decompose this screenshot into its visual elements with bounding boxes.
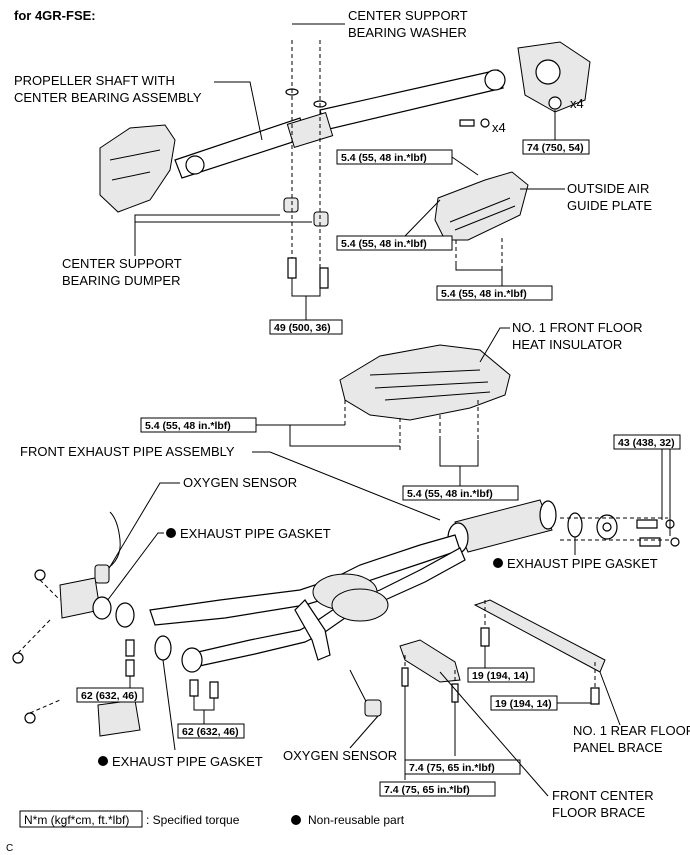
transmission-housing — [99, 124, 176, 213]
torque-box — [402, 485, 519, 501]
front-center-floor-brace — [399, 639, 461, 683]
corner-code: C — [6, 843, 13, 854]
label-floor-brace-1: FRONT CENTER — [552, 788, 654, 803]
torque-box — [436, 285, 553, 301]
diagram-title: for 4GR-FSE: — [14, 8, 96, 23]
label-rear-brace-1: NO. 1 REAR FLOOR — [573, 723, 690, 738]
torque-box — [177, 723, 245, 739]
label-heat-insulator-1: NO. 1 FRONT FLOOR — [512, 320, 643, 335]
legend-torque-box — [19, 810, 143, 828]
exhaust-gasket-lower — [154, 635, 172, 661]
bearing-dumper-left — [283, 197, 299, 213]
label-oxygen-sensor-bottom: OXYGEN SENSOR — [283, 748, 397, 763]
torque-box — [336, 235, 453, 251]
label-air-guide-1: OUTSIDE AIR — [567, 181, 649, 196]
label-gasket-right: EXHAUST PIPE GASKET — [507, 556, 658, 571]
exhaust-flange-lower — [181, 647, 203, 673]
torque-box — [522, 139, 590, 155]
torque-box — [467, 667, 535, 683]
label-gasket-top: EXHAUST PIPE GASKET — [180, 526, 331, 541]
legend-nonreusable-text: Non-reusable part — [308, 813, 405, 827]
torque-box — [76, 687, 144, 703]
torque-7-4-b: 7.4 (75, 65 in.*lbf) — [384, 784, 470, 796]
torque-54-a: 5.4 (55, 48 in.*lbf) — [341, 152, 427, 164]
nonreusable-dot — [98, 756, 108, 766]
bearing-dumper-right — [313, 211, 329, 227]
qty-x4-top: x4 — [570, 96, 584, 111]
label-heat-insulator-2: HEAT INSULATOR — [512, 337, 622, 352]
front-floor-heat-insulator — [339, 344, 511, 421]
lower-exhaust-manifold — [97, 699, 141, 737]
flange-springs — [636, 519, 680, 547]
left-manifold-nuts — [12, 569, 46, 724]
torque-box — [613, 434, 681, 450]
nonreusable-dot — [166, 528, 176, 538]
label-bearing-dumper-2: BEARING DUMPER — [62, 273, 180, 288]
front-exhaust-pipe-assembly — [149, 499, 557, 669]
nonreusable-dot — [493, 558, 503, 568]
torque-62-a: 62 (632, 46) — [81, 690, 138, 702]
torque-54-e: 5.4 (55, 48 in.*lbf) — [407, 488, 493, 500]
flange-nut — [548, 96, 562, 110]
torque-19-a: 19 (194, 14) — [472, 670, 529, 682]
torque-19-b: 19 (194, 14) — [495, 698, 552, 710]
label-oxygen-sensor-top: OXYGEN SENSOR — [183, 475, 297, 490]
outside-air-guide-plate — [434, 171, 529, 241]
flange-bolts — [459, 118, 490, 128]
exhaust-gasket-right — [567, 512, 583, 538]
torque-43: 43 (438, 32) — [618, 437, 675, 449]
legend-torque-text: : Specified torque — [146, 813, 240, 827]
flange-bolts-left — [125, 639, 135, 677]
left-exhaust-manifold — [59, 577, 135, 628]
legend-nonreusable-dot — [291, 815, 301, 825]
torque-54-d: 5.4 (55, 48 in.*lbf) — [145, 420, 231, 432]
torque-54-b: 5.4 (55, 48 in.*lbf) — [341, 238, 427, 250]
torque-54-c: 5.4 (55, 48 in.*lbf) — [441, 288, 527, 300]
label-rear-brace-2: PANEL BRACE — [573, 740, 663, 755]
label-bearing-washer-1: CENTER SUPPORT — [348, 8, 468, 23]
differential-housing — [517, 41, 591, 113]
center-bearing-bolts — [287, 257, 329, 289]
torque-box — [379, 781, 496, 797]
torque-62-b: 62 (632, 46) — [182, 726, 239, 738]
legend-torque-units: N*m (kgf*cm, ft.*lbf) — [24, 813, 129, 827]
oxygen-sensor-top — [94, 511, 121, 584]
label-bearing-dumper-1: CENTER SUPPORT — [62, 256, 182, 271]
label-propeller-shaft-1: PROPELLER SHAFT WITH — [14, 73, 175, 88]
label-front-exhaust-pipe: FRONT EXHAUST PIPE ASSEMBLY — [20, 444, 235, 459]
panel-brace-bolts — [480, 627, 600, 705]
torque-49: 49 (500, 36) — [274, 322, 331, 334]
label-air-guide-2: GUIDE PLATE — [567, 198, 652, 213]
oxygen-sensor-bottom — [349, 669, 382, 717]
qty-x4-mid: x4 — [492, 120, 506, 135]
propeller-shaft — [174, 69, 506, 179]
label-floor-brace-2: FLOOR BRACE — [552, 805, 646, 820]
label-propeller-shaft-2: CENTER BEARING ASSEMBLY — [14, 90, 202, 105]
torque-box — [269, 319, 343, 335]
torque-74: 74 (750, 54) — [527, 142, 584, 154]
label-gasket-bottom: EXHAUST PIPE GASKET — [112, 754, 263, 769]
exhaust-flange-right — [596, 514, 618, 540]
torque-7-4-a: 7.4 (75, 65 in.*lbf) — [409, 762, 495, 774]
torque-box — [490, 695, 558, 711]
flange-bolts-lower — [189, 679, 219, 699]
torque-box — [404, 759, 521, 775]
rear-floor-panel-brace — [473, 599, 606, 673]
label-bearing-washer-2: BEARING WASHER — [348, 25, 467, 40]
brace-bolts — [401, 667, 459, 703]
